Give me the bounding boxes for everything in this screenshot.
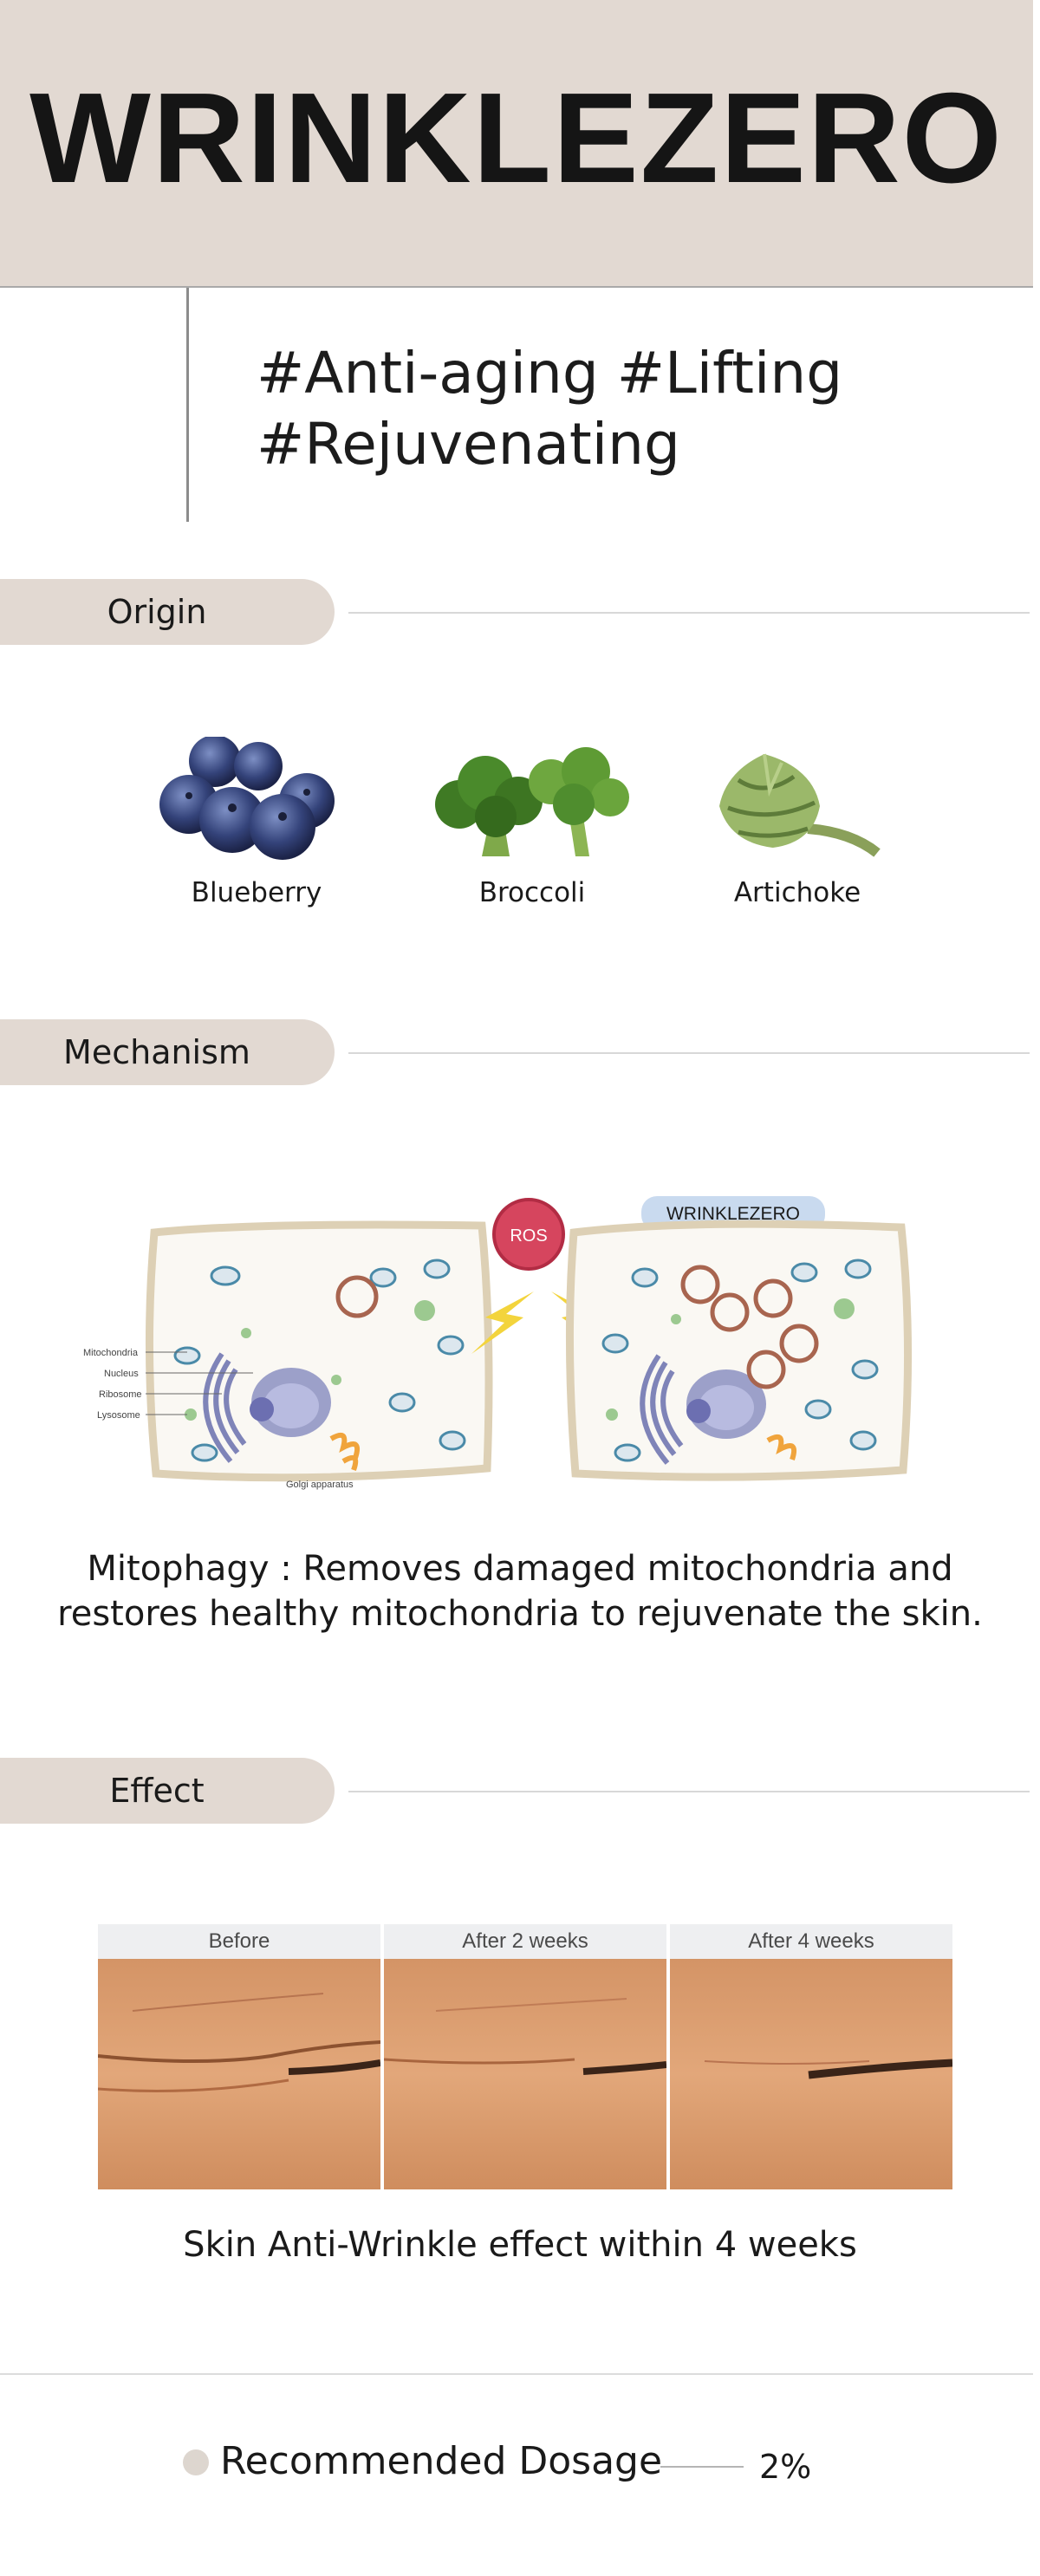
section-origin-rule xyxy=(348,612,1030,614)
blueberry-image xyxy=(159,737,335,860)
section-mechanism-rule xyxy=(348,1052,1030,1054)
mechanism-caption-line-1: Mitophagy : Removes damaged mitochondria… xyxy=(87,1549,953,1589)
photo-after-4-weeks: After 4 weeks xyxy=(670,1924,952,2189)
dosage-value: 2% xyxy=(759,2448,812,2486)
mechanism-caption: Mitophagy : Removes damaged mitochondria… xyxy=(0,1546,1040,1636)
section-effect-rule xyxy=(348,1791,1030,1792)
mitophagy-diagram: Mitochondria Nucleus Ribosome Lysosome G… xyxy=(83,1196,913,1490)
photo-after-4-weeks-image xyxy=(670,1959,952,2189)
section-mechanism-label: Mechanism xyxy=(63,1033,250,1071)
dosage-leader-line xyxy=(660,2466,744,2468)
ros-marker: ROS xyxy=(471,1198,614,1354)
effect-photo-strip: Before After 2 weeks After 4 wee xyxy=(98,1924,952,2189)
cell-damaged xyxy=(145,1220,493,1482)
section-origin-label: Origin xyxy=(107,593,207,631)
dosage-label: Recommended Dosage xyxy=(220,2439,663,2483)
legend-lysosome: Lysosome xyxy=(97,1410,140,1421)
section-origin: Origin xyxy=(0,579,335,645)
header-banner: WRINKLEZERO xyxy=(0,0,1033,288)
effect-caption: Skin Anti-Wrinkle effect within 4 weeks xyxy=(183,2225,857,2265)
dosage-bullet-icon xyxy=(183,2449,209,2475)
badge-label: WRINKLEZERO xyxy=(666,1204,800,1224)
broccoli-image xyxy=(435,747,629,856)
photo-after-2-weeks: After 2 weeks xyxy=(384,1924,666,2189)
hashtag-line-2: #Rejuvenating xyxy=(257,411,680,478)
photo-before-label: Before xyxy=(98,1924,380,1959)
photo-after-4-weeks-label: After 4 weeks xyxy=(670,1924,952,1959)
artichoke-image xyxy=(719,753,881,857)
section-effect-label: Effect xyxy=(109,1772,205,1810)
photo-before: Before xyxy=(98,1924,380,2189)
section-effect: Effect xyxy=(0,1758,335,1824)
mechanism-caption-line-2: restores healthy mitochondria to rejuven… xyxy=(57,1594,983,1634)
golgi-label: Golgi apparatus xyxy=(286,1480,354,1490)
origin-label-blueberry: Blueberry xyxy=(191,877,322,908)
legend-nucleus: Nucleus xyxy=(104,1369,139,1379)
photo-after-2-weeks-image xyxy=(384,1959,666,2189)
legend-ribosome: Ribosome xyxy=(99,1389,142,1400)
section-mechanism: Mechanism xyxy=(0,1019,335,1085)
hashtag-line-1: #Anti-aging #Lifting xyxy=(257,340,843,407)
origin-label-broccoli: Broccoli xyxy=(478,877,586,908)
cell-rejuvenated xyxy=(565,1220,913,1481)
legend-mitochondria: Mitochondria xyxy=(83,1348,139,1358)
photo-after-2-weeks-label: After 2 weeks xyxy=(384,1924,666,1959)
brand-title: WRINKLEZERO xyxy=(29,67,1004,210)
origin-label-artichoke: Artichoke xyxy=(733,877,861,908)
photo-before-image xyxy=(98,1959,380,2189)
dosage-divider xyxy=(0,2373,1033,2375)
ros-label: ROS xyxy=(510,1226,547,1246)
hashtags: #Anti-aging #Lifting #Rejuvenating xyxy=(257,338,842,480)
tag-divider xyxy=(186,288,189,522)
